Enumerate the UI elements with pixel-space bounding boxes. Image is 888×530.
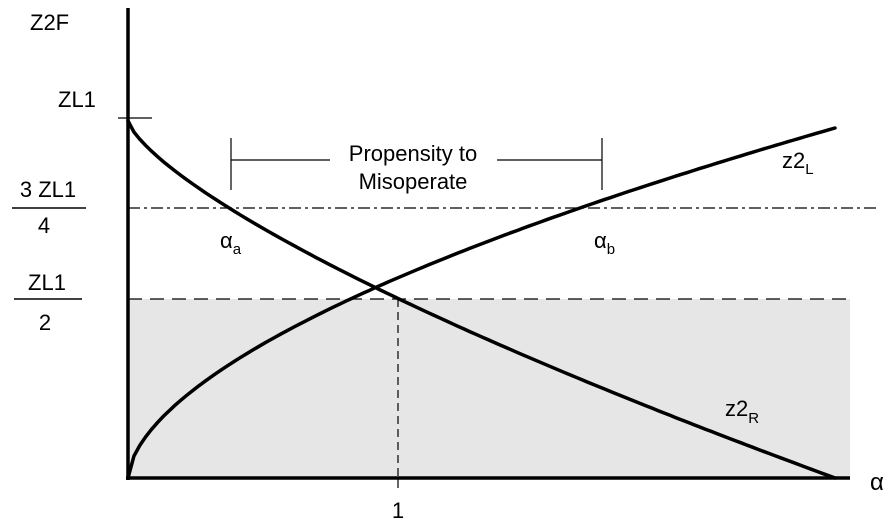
z2l-curve [126, 126, 837, 480]
three-quarter-numerator: 3 ZL1 [20, 177, 76, 202]
three-quarter-denominator: 4 [38, 213, 50, 238]
z2r-curve [126, 119, 837, 480]
alpha-a-label: αa [220, 228, 242, 258]
x-tick-label: 1 [392, 498, 404, 523]
y-axis-label: Z2F [30, 10, 69, 35]
z2r-label: z2R [725, 396, 759, 427]
z2l-label: z2L [782, 148, 814, 178]
shaded-region [128, 299, 850, 478]
alpha-b-label: αb [594, 228, 615, 258]
propensity-label-line1: Propensity to [349, 141, 477, 166]
x-axis-label: α [870, 469, 884, 496]
zl1-label: ZL1 [58, 87, 96, 112]
half-denominator: 2 [39, 310, 51, 335]
propensity-label-line2: Misoperate [359, 169, 468, 194]
half-numerator: ZL1 [28, 270, 66, 295]
